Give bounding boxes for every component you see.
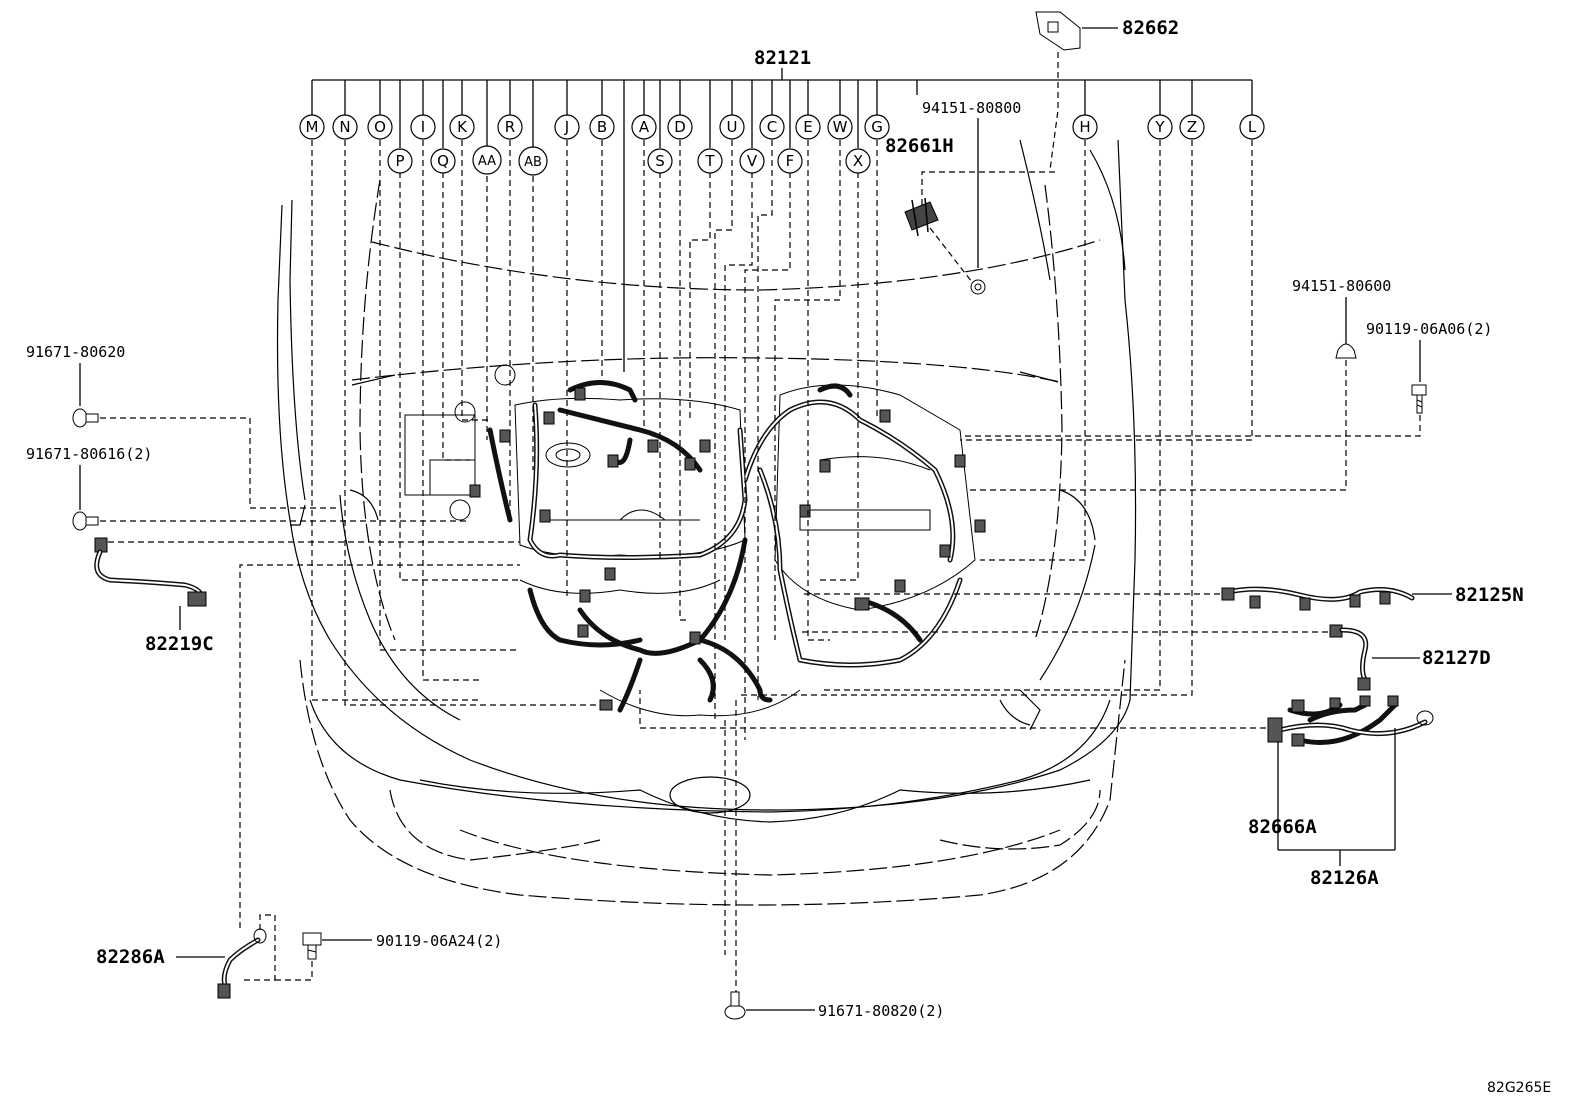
callout-letter-f: F: [786, 152, 795, 170]
part-label-82127D: 82127D: [1422, 647, 1491, 669]
part-label-90119-06A24: 90119-06A24(2): [376, 932, 502, 950]
callout-letter-a: A: [639, 118, 650, 136]
part-label-82661H: 82661H: [885, 135, 954, 157]
harness-82126a: [1267, 695, 1434, 866]
callout-letter-q: Q: [437, 152, 449, 170]
part-label-82666A: 82666A: [1248, 816, 1317, 838]
figure-code: 82G265E: [1487, 1080, 1551, 1096]
sensor-82286a: [176, 928, 267, 999]
clip-icon-80616: [72, 511, 99, 531]
callout-circles-low: P Q AB S T V F X: [387, 146, 871, 176]
callout-circle-aa: [472, 145, 502, 175]
callout-letter-c: C: [767, 118, 777, 136]
callout-letter-o: O: [374, 118, 386, 136]
callout-circles-top: M N O I K AA R J B A D U C E W G H Y Z L: [299, 114, 1265, 175]
vehicle-body-outline: [276, 139, 1137, 906]
callout-circle-g: [864, 114, 890, 140]
harness-82125n: [1221, 586, 1452, 611]
callout-circle-h: [1072, 114, 1098, 140]
clip-icon: [970, 279, 986, 295]
top-connector-82662: [1035, 11, 1118, 171]
callout-leaders: [311, 140, 1253, 740]
part-label-82286A: 82286A: [96, 946, 165, 968]
callout-letter-s: S: [655, 152, 665, 170]
callout-letter-r: R: [505, 118, 515, 136]
callout-circle-k: [449, 114, 475, 140]
callout-circle-q: [430, 148, 456, 174]
callout-circle-l: [1239, 114, 1265, 140]
part-label-82126A: 82126A: [1310, 867, 1379, 889]
clamp-icon: [904, 197, 939, 237]
callout-letter-b: B: [597, 118, 607, 136]
callout-circle-m: [299, 114, 325, 140]
callout-letter-t: T: [704, 152, 715, 170]
bolt-icon-06a06: [1411, 384, 1427, 414]
part-label-91671-80616: 91671-80616(2): [26, 445, 152, 463]
callout-circle-u: [719, 114, 745, 140]
callout-circle-j: [554, 114, 580, 140]
part-label-82219C: 82219C: [145, 633, 214, 655]
callout-letter-m: M: [306, 118, 319, 136]
callout-circle-y: [1147, 114, 1173, 140]
callout-letter-aa: AA: [478, 154, 496, 169]
part-label-82125N: 82125N: [1455, 584, 1524, 606]
callout-circle-w: [827, 114, 853, 140]
callout-circle-n: [332, 114, 358, 140]
callout-circle-o: [367, 114, 393, 140]
callout-circle-s: [647, 148, 673, 174]
callout-circle-t: [697, 148, 723, 174]
callout-circle-v: [739, 148, 765, 174]
callout-circle-f: [777, 148, 803, 174]
main-harness-label: 82121: [754, 47, 811, 69]
callout-circle-b: [589, 114, 615, 140]
callout-letter-x: X: [853, 152, 863, 170]
callout-circle-z: [1179, 114, 1205, 140]
part-label-90119-06A06: 90119-06A06(2): [1366, 320, 1492, 338]
callout-letter-ab: AB: [524, 155, 542, 170]
callout-circle-i: [410, 114, 436, 140]
callout-circle-ab: [518, 146, 548, 176]
callout-letter-e: E: [803, 118, 812, 136]
callout-circle-p: [387, 148, 413, 174]
part-label-94151-80600: 94151-80600: [1292, 277, 1391, 295]
part-label-94151-80800: 94151-80800: [922, 99, 1021, 117]
callout-letter-g: G: [871, 118, 883, 136]
callout-circle-c: [759, 114, 785, 140]
callout-letter-y: Y: [1154, 118, 1165, 136]
clip-icon-80820: [724, 991, 746, 1020]
callout-circle-d: [667, 114, 693, 140]
part-label-91671-80820: 91671-80820(2): [818, 1002, 944, 1020]
sensor-82219c: [94, 537, 207, 630]
callout-circle-x: [845, 148, 871, 174]
callout-letter-j: J: [564, 118, 569, 136]
bolt-icon-06a24: [302, 932, 322, 960]
part-label-91671-80620: 91671-80620: [26, 343, 125, 361]
callout-letter-z: Z: [1187, 118, 1197, 136]
callout-letter-p: P: [395, 152, 404, 170]
callout-letter-n: N: [339, 118, 350, 136]
callout-letter-u: U: [727, 118, 738, 136]
clip-icon-80600: [1335, 343, 1357, 359]
callout-letter-v: V: [747, 152, 758, 170]
callout-letter-w: W: [833, 118, 848, 136]
callout-circle-e: [795, 114, 821, 140]
harness-82127d: [1329, 624, 1420, 691]
callout-letter-k: K: [457, 118, 468, 136]
callout-letter-d: D: [674, 118, 686, 136]
callout-circle-r: [497, 114, 523, 140]
callout-circle-a: [631, 114, 657, 140]
callout-letter-h: H: [1079, 118, 1090, 136]
main-harness-bus: [311, 68, 1253, 372]
clip-icon-80620: [72, 408, 99, 428]
engine-bay-harness: [404, 364, 986, 717]
part-label-82662: 82662: [1122, 17, 1179, 39]
callout-letter-l: L: [1248, 118, 1257, 136]
callout-letter-i: I: [421, 118, 425, 136]
